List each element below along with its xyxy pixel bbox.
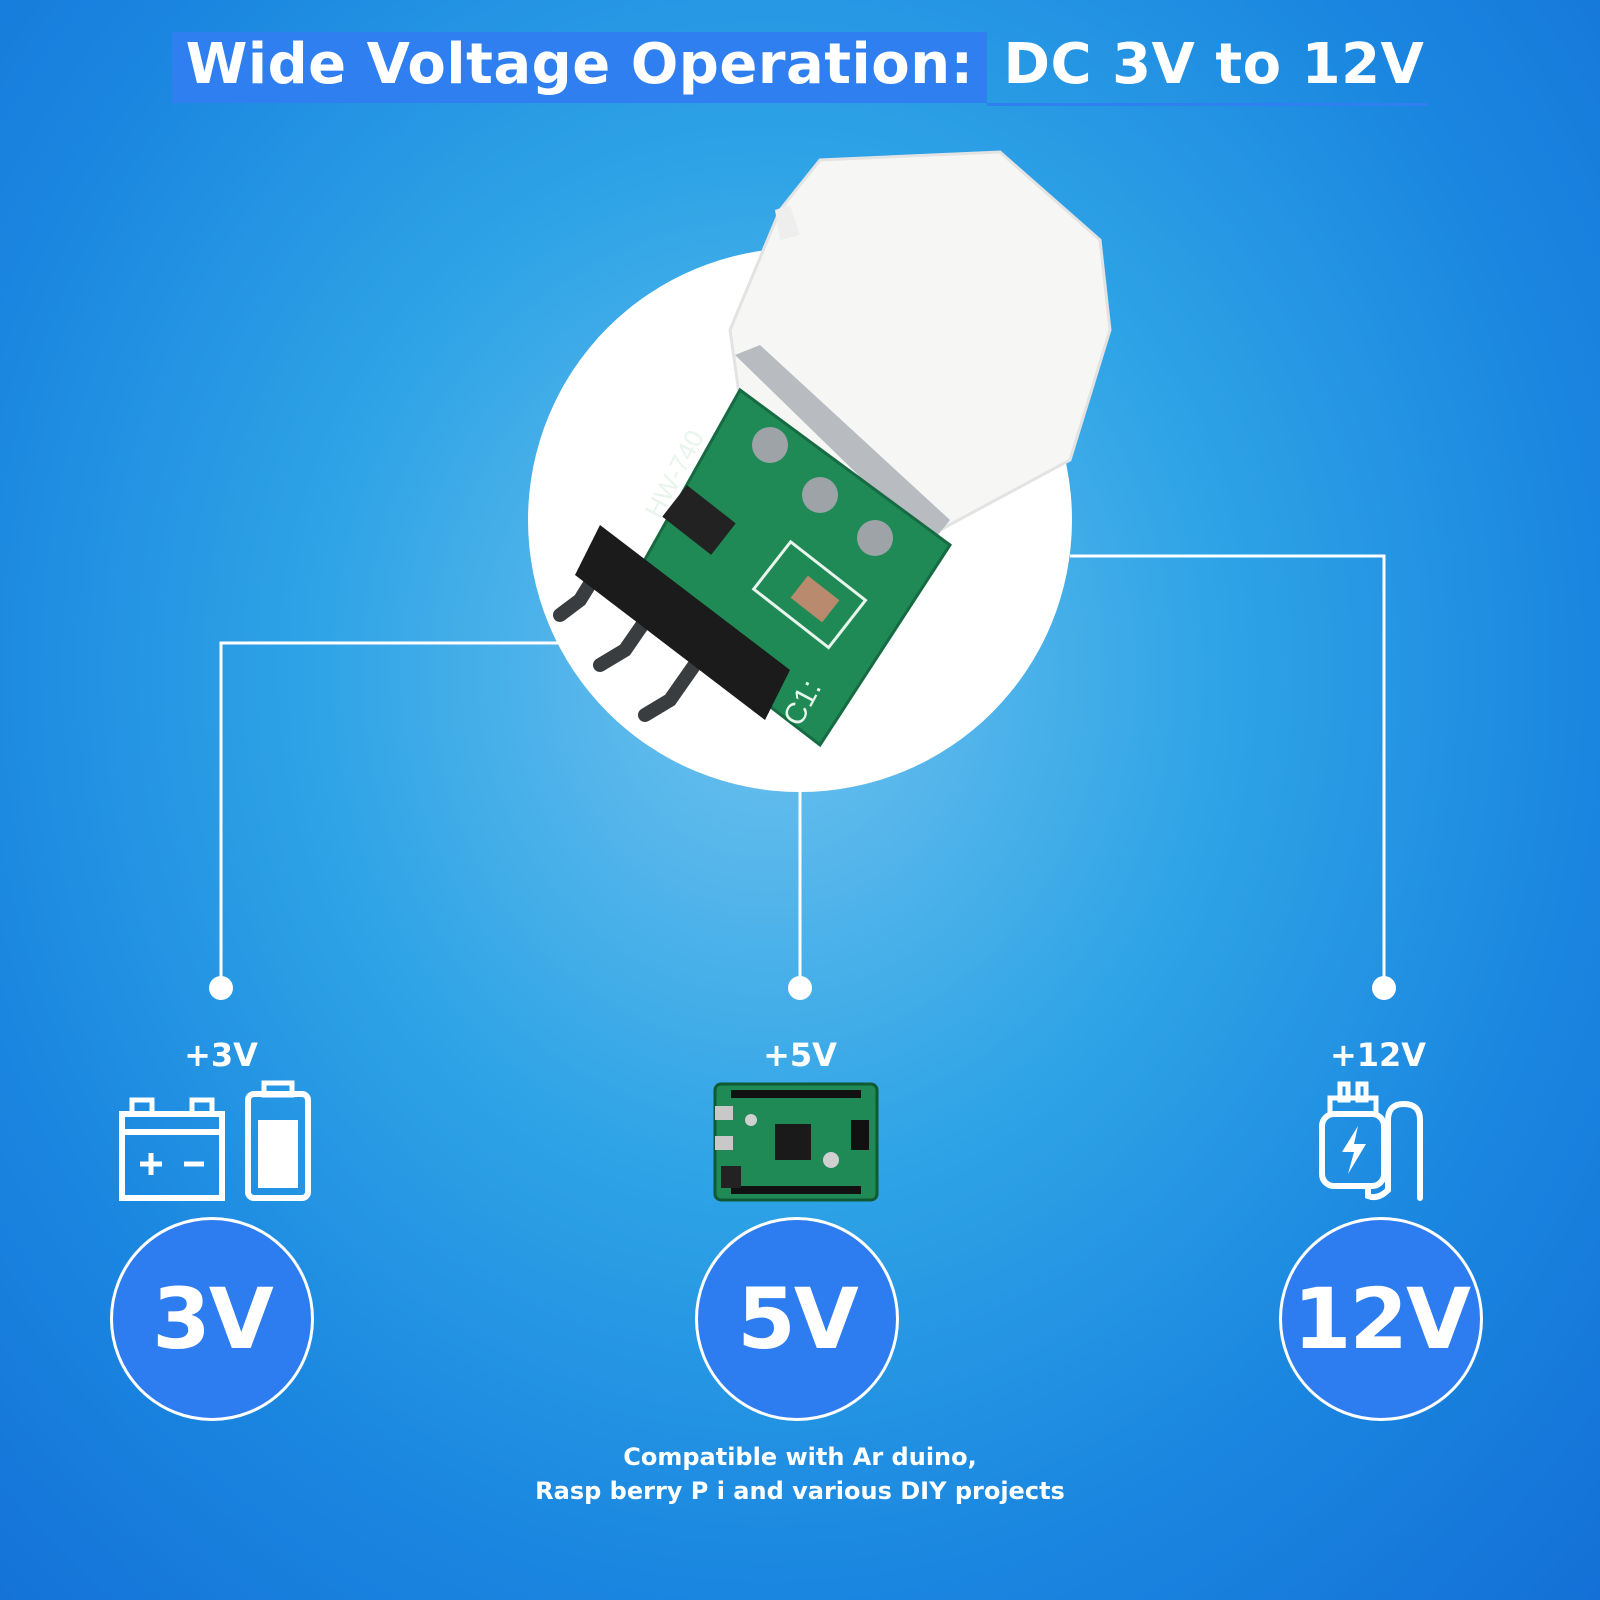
page-title: Wide Voltage Operation:DC 3V to 12V <box>0 32 1600 106</box>
voltage-label-12v: +12V <box>1329 1036 1427 1074</box>
power-adapter-icon <box>1319 1081 1423 1201</box>
microcontroller-board-icon <box>713 1082 879 1202</box>
voltage-label-3v: +3V <box>184 1036 258 1074</box>
voltage-circle-12v: 12V <box>1279 1217 1483 1421</box>
connector-line-12v <box>1070 554 1386 988</box>
voltage-circle-3v: 3V <box>110 1217 314 1421</box>
caption-line-1: Compatible with Ar duino, <box>623 1443 977 1471</box>
car-battery-icon <box>119 1097 225 1201</box>
connector-line-3v <box>219 641 560 988</box>
pir-sensor-image <box>553 150 1112 748</box>
connector-dot-12v <box>1372 976 1396 1000</box>
title-value: DC 3V to 12V <box>987 32 1429 106</box>
voltage-circle-5v: 5V <box>695 1217 899 1421</box>
connector-lines <box>219 554 1386 988</box>
caption-line-2: Rasp berry P i and various DIY projects <box>535 1477 1065 1505</box>
compatibility-caption: Compatible with Ar duino, Rasp berry P i… <box>0 1440 1600 1508</box>
connector-dot-5v <box>788 976 812 1000</box>
voltage-label-5v: +5V <box>763 1036 837 1074</box>
battery-icon <box>245 1080 311 1201</box>
connector-dot-3v <box>209 976 233 1000</box>
title-highlight: Wide Voltage Operation: <box>171 32 988 103</box>
